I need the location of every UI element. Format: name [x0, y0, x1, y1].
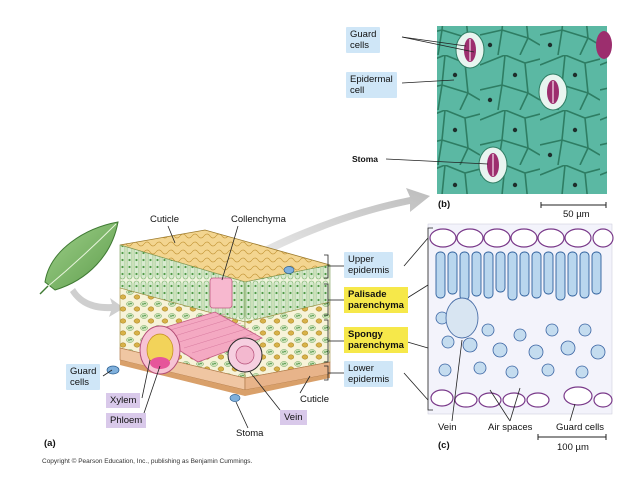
label-vein-a: Vein [280, 410, 307, 425]
label-guard-cells-b: Guard cells [346, 27, 381, 53]
stoma-cells [455, 31, 612, 184]
scale-bar-c-label: 100 µm [557, 442, 589, 453]
leaf-to-block-arrow [70, 288, 124, 317]
label-cuticle-top: Cuticle [150, 214, 180, 225]
label-cuticle-bottom: Cuticle [300, 394, 330, 405]
copyright-notice: Copyright © Pearson Education, Inc., pub… [42, 458, 253, 465]
leaf-cross-section-block [106, 229, 331, 402]
label-vein-c: Vein [438, 422, 457, 433]
label-upper-epidermis: Upper epidermis [344, 252, 394, 278]
label-air-spaces: Air spaces [488, 422, 533, 433]
label-stoma-b: Stoma [352, 154, 378, 164]
label-stoma-a: Stoma [236, 428, 264, 439]
label-xylem: Xylem [106, 393, 141, 408]
block-to-micrograph-arrow [262, 188, 430, 254]
label-palisade-parenchyma: Palisade parenchyma [344, 287, 408, 313]
label-phloem: Phloem [106, 413, 147, 428]
leaf-icon [39, 221, 119, 295]
label-spongy-parenchyma: Spongy parenchyma [344, 327, 408, 353]
panel-c-cross-section-micrograph [403, 223, 614, 440]
label-guard-cells-c: Guard cells [556, 422, 605, 433]
label-epidermal-cell: Epidermal cell [346, 72, 397, 98]
panel-a-tag: (a) [44, 438, 56, 449]
panel-b-epidermis-micrograph [385, 26, 612, 208]
panel-b-tag: (b) [438, 199, 451, 210]
panel-c-tag: (c) [438, 440, 450, 451]
label-collenchyma: Collenchyma [231, 214, 286, 225]
panel-a-leader-lines [102, 225, 344, 429]
label-lower-epidermis: Lower epidermis [344, 361, 394, 387]
scale-bar-b-label: 50 µm [563, 209, 590, 220]
label-guard-cells-a: Guard cells [66, 364, 101, 390]
